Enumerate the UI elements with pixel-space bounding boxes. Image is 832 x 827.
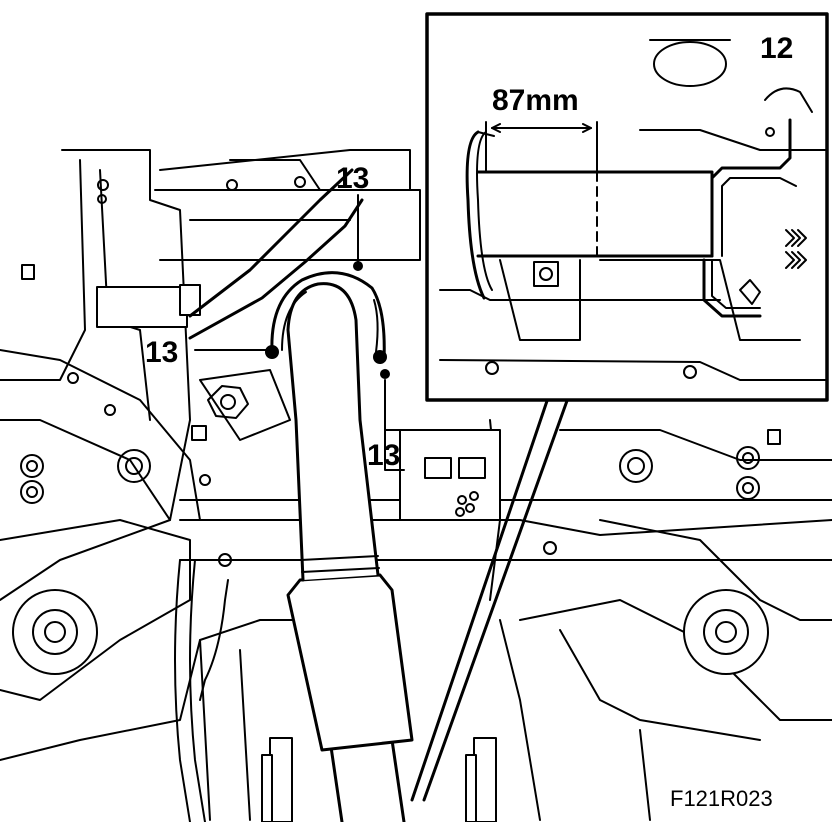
inset-detail-frame: [410, 12, 829, 802]
inset-content: [439, 39, 827, 381]
callout-13-top: 13: [336, 162, 369, 195]
figure-id: F121R023: [670, 786, 773, 811]
callout-13-left: 13: [145, 336, 178, 369]
dimension-label: 87mm: [492, 84, 579, 117]
callout-12-inset: 12: [760, 32, 793, 65]
callout-leaders: [194, 194, 405, 471]
chassis-background: [0, 149, 832, 823]
callout-13-lower: 13: [367, 439, 400, 472]
exhaust-pipe: [265, 261, 414, 824]
stabilizer-bar: [188, 168, 364, 340]
